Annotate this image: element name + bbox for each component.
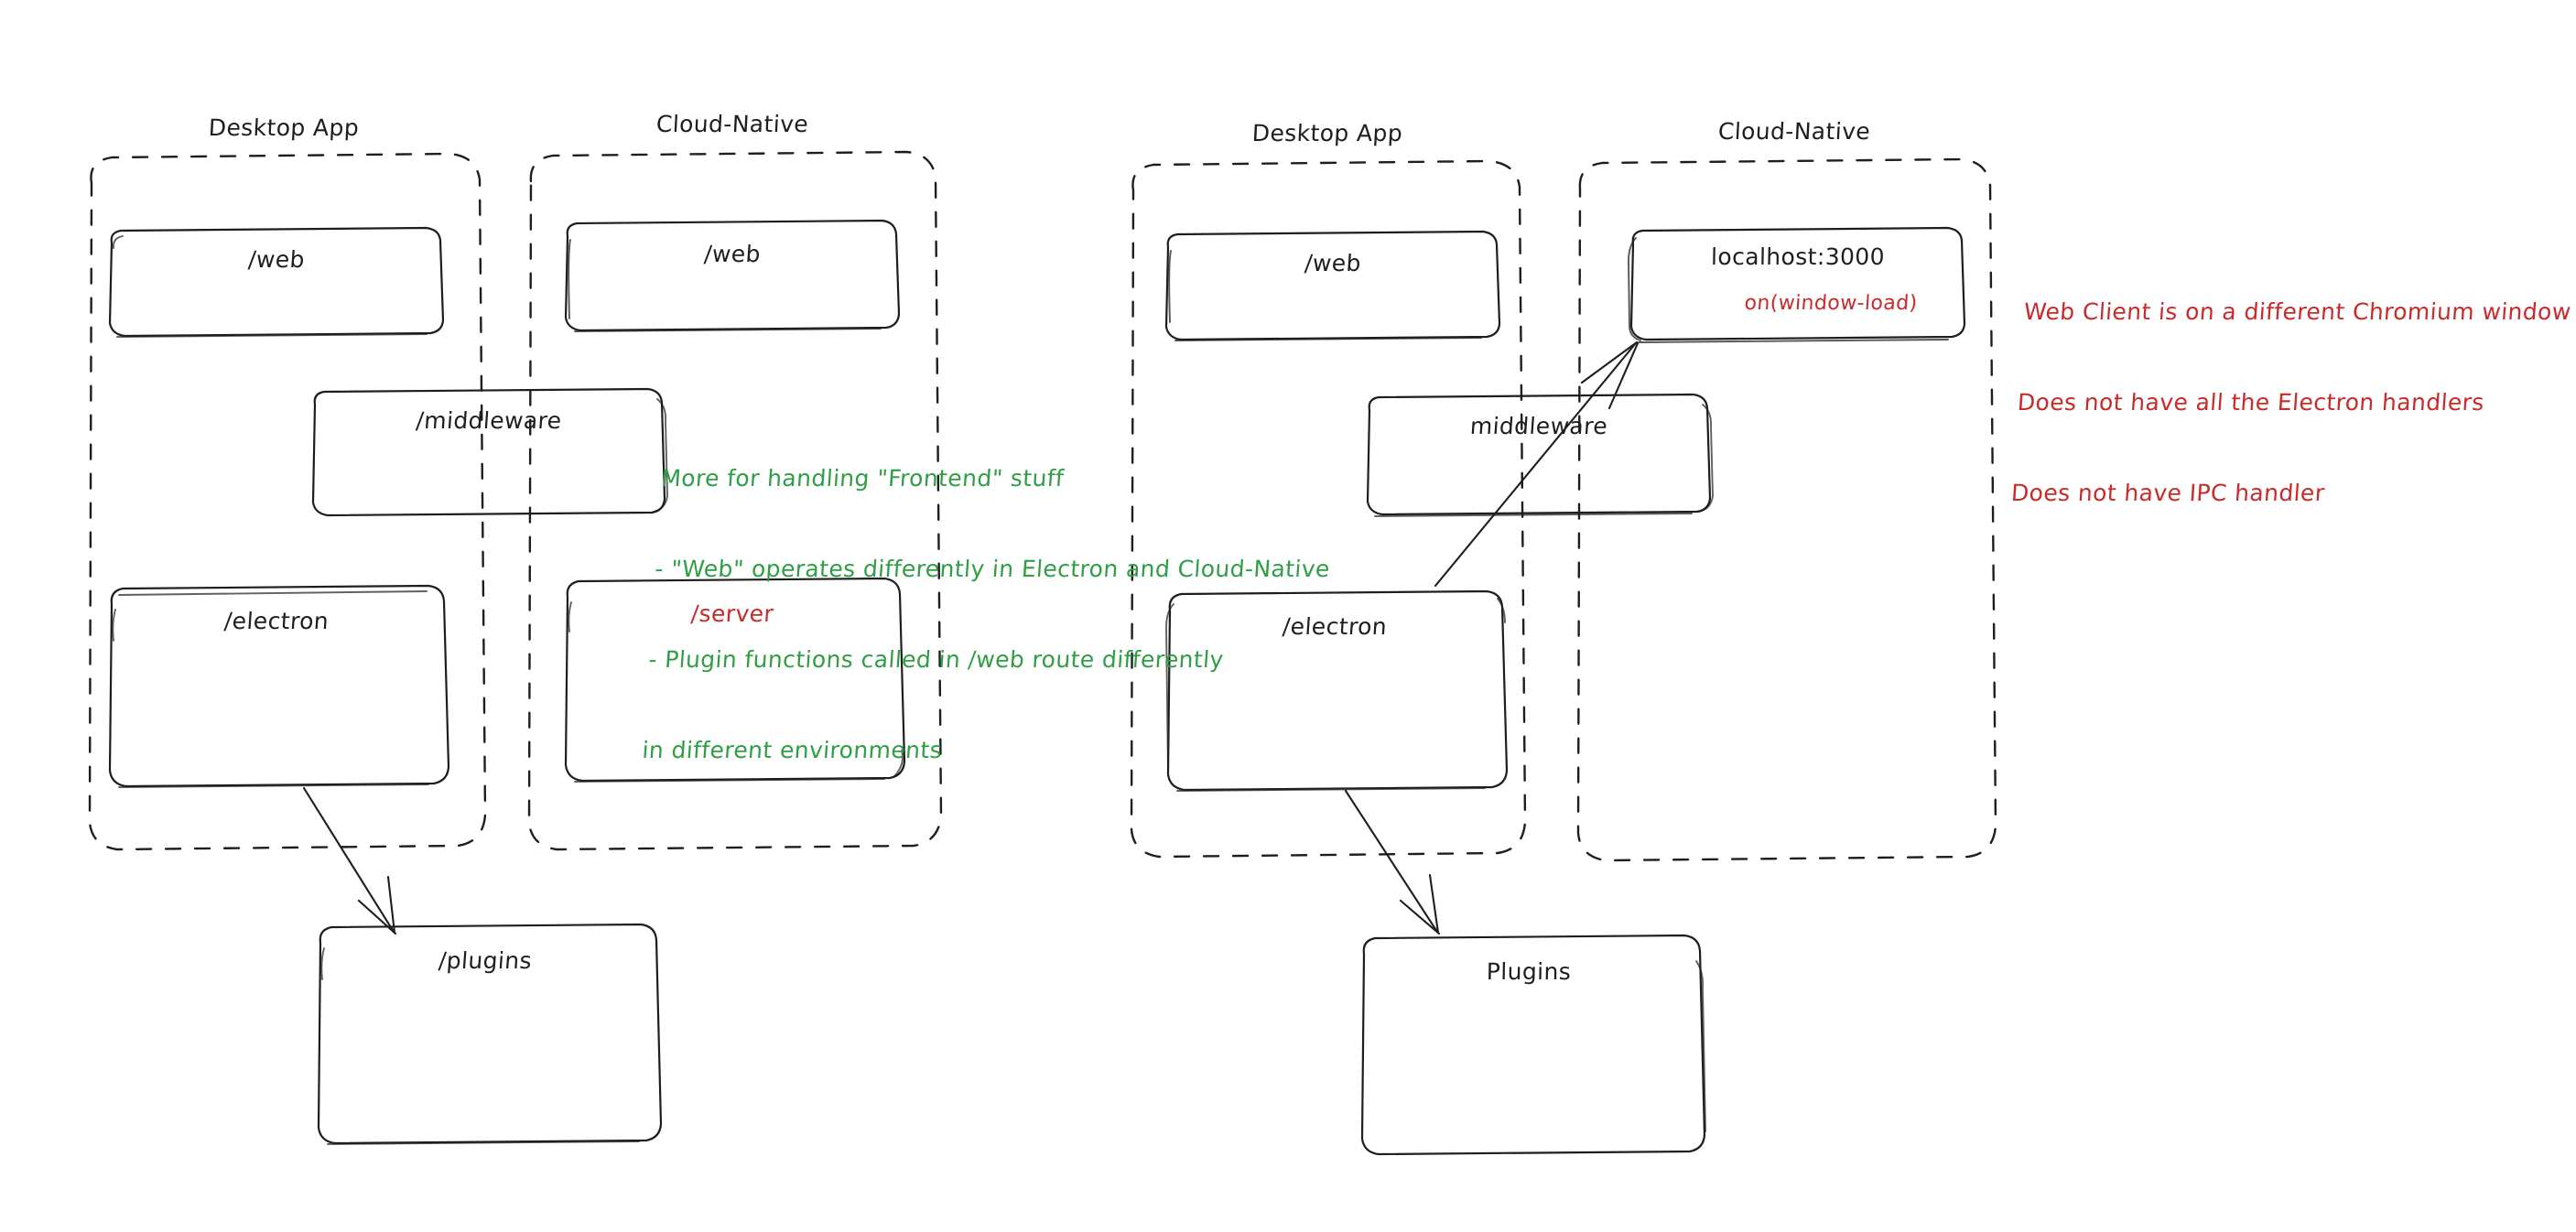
- box-label-text: /plugins: [438, 947, 534, 974]
- box-label-text: /middleware: [415, 407, 563, 434]
- box-label-text: /electron: [222, 608, 330, 634]
- arrow-right-electron-to-plugins: [1344, 789, 1441, 935]
- box-label-right-middleware: middleware: [1369, 412, 1709, 441]
- box-outline-right-middleware: [1366, 393, 1714, 517]
- box-outline-left-plugins: [317, 923, 663, 1145]
- box-outline-left-server: [564, 577, 906, 783]
- box-outline-right-localhost: [1628, 226, 1966, 343]
- box-outline-right-desktop-web: [1164, 230, 1501, 341]
- box-label-text: /web: [1304, 250, 1362, 276]
- group-outline-right-desktop-app: [1130, 159, 1527, 859]
- annotation-right-red-note: Web Client is on a different Chromium wi…: [2006, 236, 2576, 568]
- box-outline-left-electron: [108, 584, 450, 788]
- group-title-text: Desktop App: [1251, 120, 1403, 146]
- box-outline-left-desktop-web: [108, 226, 445, 338]
- box-outline-right-plugins: [1360, 934, 1706, 1156]
- box-outline-right-electron: [1165, 589, 1509, 792]
- note-line: Web Client is on a different Chromium wi…: [2022, 298, 2572, 325]
- note-line: Does not have all the Electron handlers: [2016, 389, 2485, 416]
- group-title-right-cloud-native: Cloud-Native: [1656, 117, 1932, 146]
- box-label-left-electron: /electron: [111, 607, 442, 636]
- group-outline-left-cloud-native: [527, 150, 943, 851]
- box-label-left-desktop-web: /web: [111, 245, 442, 275]
- box-label-left-middleware: /middleware: [314, 406, 664, 436]
- box-label-text: /web: [247, 246, 306, 273]
- box-outline-left-middleware: [311, 387, 668, 517]
- box-label-text: localhost:3000: [1710, 243, 1886, 270]
- box-label-right-plugins: Plugins: [1364, 957, 1694, 987]
- note-line: in different environments: [641, 737, 944, 763]
- group-title-text: Cloud-Native: [655, 111, 809, 137]
- group-title-text: Cloud-Native: [1717, 118, 1871, 145]
- note-line: - Plugin functions called in /web route …: [647, 646, 1225, 673]
- arrow-right-electron-to-localhost: [1434, 340, 1640, 588]
- box-label-right-localhost: localhost:3000: [1633, 243, 1964, 272]
- group-outline-right-cloud-native: [1576, 157, 1997, 862]
- box-label-right-desktop-web: /web: [1167, 249, 1499, 278]
- arrow-left-electron-to-plugins: [302, 786, 397, 935]
- group-title-left-desktop-app: Desktop App: [146, 113, 422, 143]
- group-title-text: Desktop App: [208, 114, 360, 141]
- group-outline-left-desktop-app: [88, 152, 487, 851]
- box-label-text: /electron: [1281, 613, 1389, 640]
- note-line: More for handling "Frontend" stuff: [660, 465, 1066, 492]
- box-label-text: middleware: [1468, 413, 1609, 439]
- note-line: Does not have IPC handler: [2010, 480, 2326, 506]
- box-label-left-cloud-web: /web: [567, 240, 898, 269]
- box-outline-left-cloud-web: [564, 219, 901, 332]
- box-label-text: Plugins: [1486, 958, 1572, 985]
- group-title-right-desktop-app: Desktop App: [1189, 119, 1466, 148]
- box-label-left-plugins: /plugins: [319, 946, 651, 976]
- group-title-left-cloud-native: Cloud-Native: [594, 110, 871, 139]
- box-label-right-electron: /electron: [1169, 612, 1500, 642]
- box-label-text: /web: [703, 241, 762, 267]
- box-sublabel-text: on(window-load): [1743, 292, 1919, 315]
- box-sublabel-right-localhost-onwindowload: on(window-load): [1665, 291, 1997, 317]
- note-line: - "Web" operates differently in Electron…: [654, 556, 1331, 582]
